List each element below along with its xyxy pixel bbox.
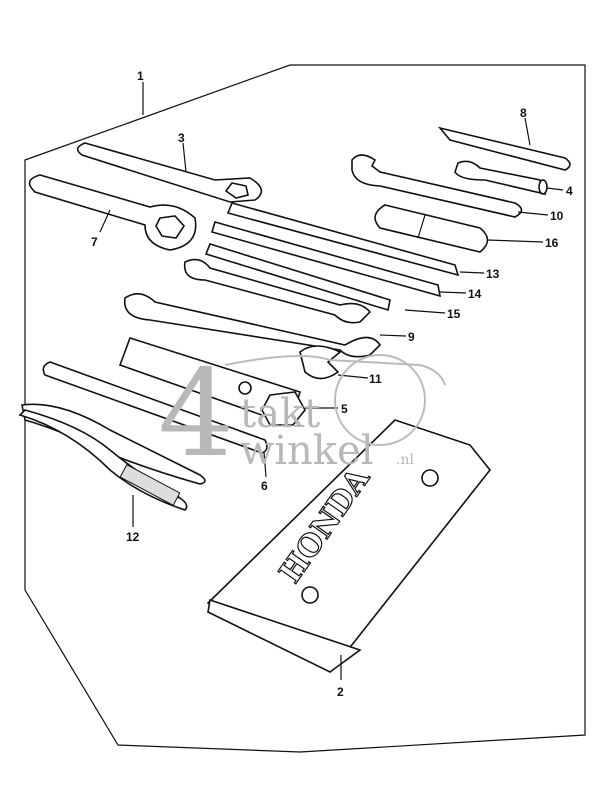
callout-6: 6 [261, 479, 268, 493]
part-7-ring-wrench [28, 174, 197, 251]
callout-16: 16 [545, 236, 559, 250]
callout-14: 14 [468, 287, 482, 301]
callout-12: 12 [126, 530, 140, 544]
callout-3: 3 [178, 131, 185, 145]
part-11-wrench [299, 345, 342, 380]
watermark-bike [224, 355, 446, 386]
callout-1: 1 [137, 69, 144, 83]
callout-8: 8 [520, 106, 527, 120]
callout-10: 10 [550, 209, 564, 223]
callout-13: 13 [486, 267, 500, 281]
watermark: 4 takt winkel .nl [158, 345, 446, 484]
part-15-rod [204, 243, 391, 312]
part-9-double-wrench [123, 293, 382, 358]
leader-lines [99, 82, 564, 680]
watermark-suffix: .nl [396, 452, 414, 468]
part-15-double-wrench [183, 258, 372, 324]
watermark-circle [334, 354, 426, 446]
part-5-tube-spanner [118, 337, 306, 427]
callout-11: 11 [369, 372, 382, 386]
part-12-pliers [18, 403, 206, 511]
callout-2: 2 [337, 685, 344, 699]
part-8-bar [437, 126, 571, 171]
part-16-screwdriver-handle [374, 204, 489, 253]
callout-4: 4 [566, 184, 573, 198]
part-4-handle [454, 160, 548, 196]
callout-9: 9 [408, 330, 415, 344]
watermark-digit: 4 [158, 345, 234, 484]
callout-15: 15 [447, 307, 461, 321]
part-14-screwdriver-bit [210, 221, 442, 298]
kit-outline [24, 64, 586, 753]
part-13-screwdriver-bit [226, 202, 460, 277]
watermark-line2: winkel [240, 428, 374, 474]
part-6-bar [42, 361, 268, 454]
part-3-wrench [76, 142, 263, 203]
part-10-wrench [351, 154, 523, 218]
callout-7: 7 [91, 235, 98, 249]
watermark-line1: takt [240, 391, 320, 437]
callout-5: 5 [341, 402, 348, 416]
